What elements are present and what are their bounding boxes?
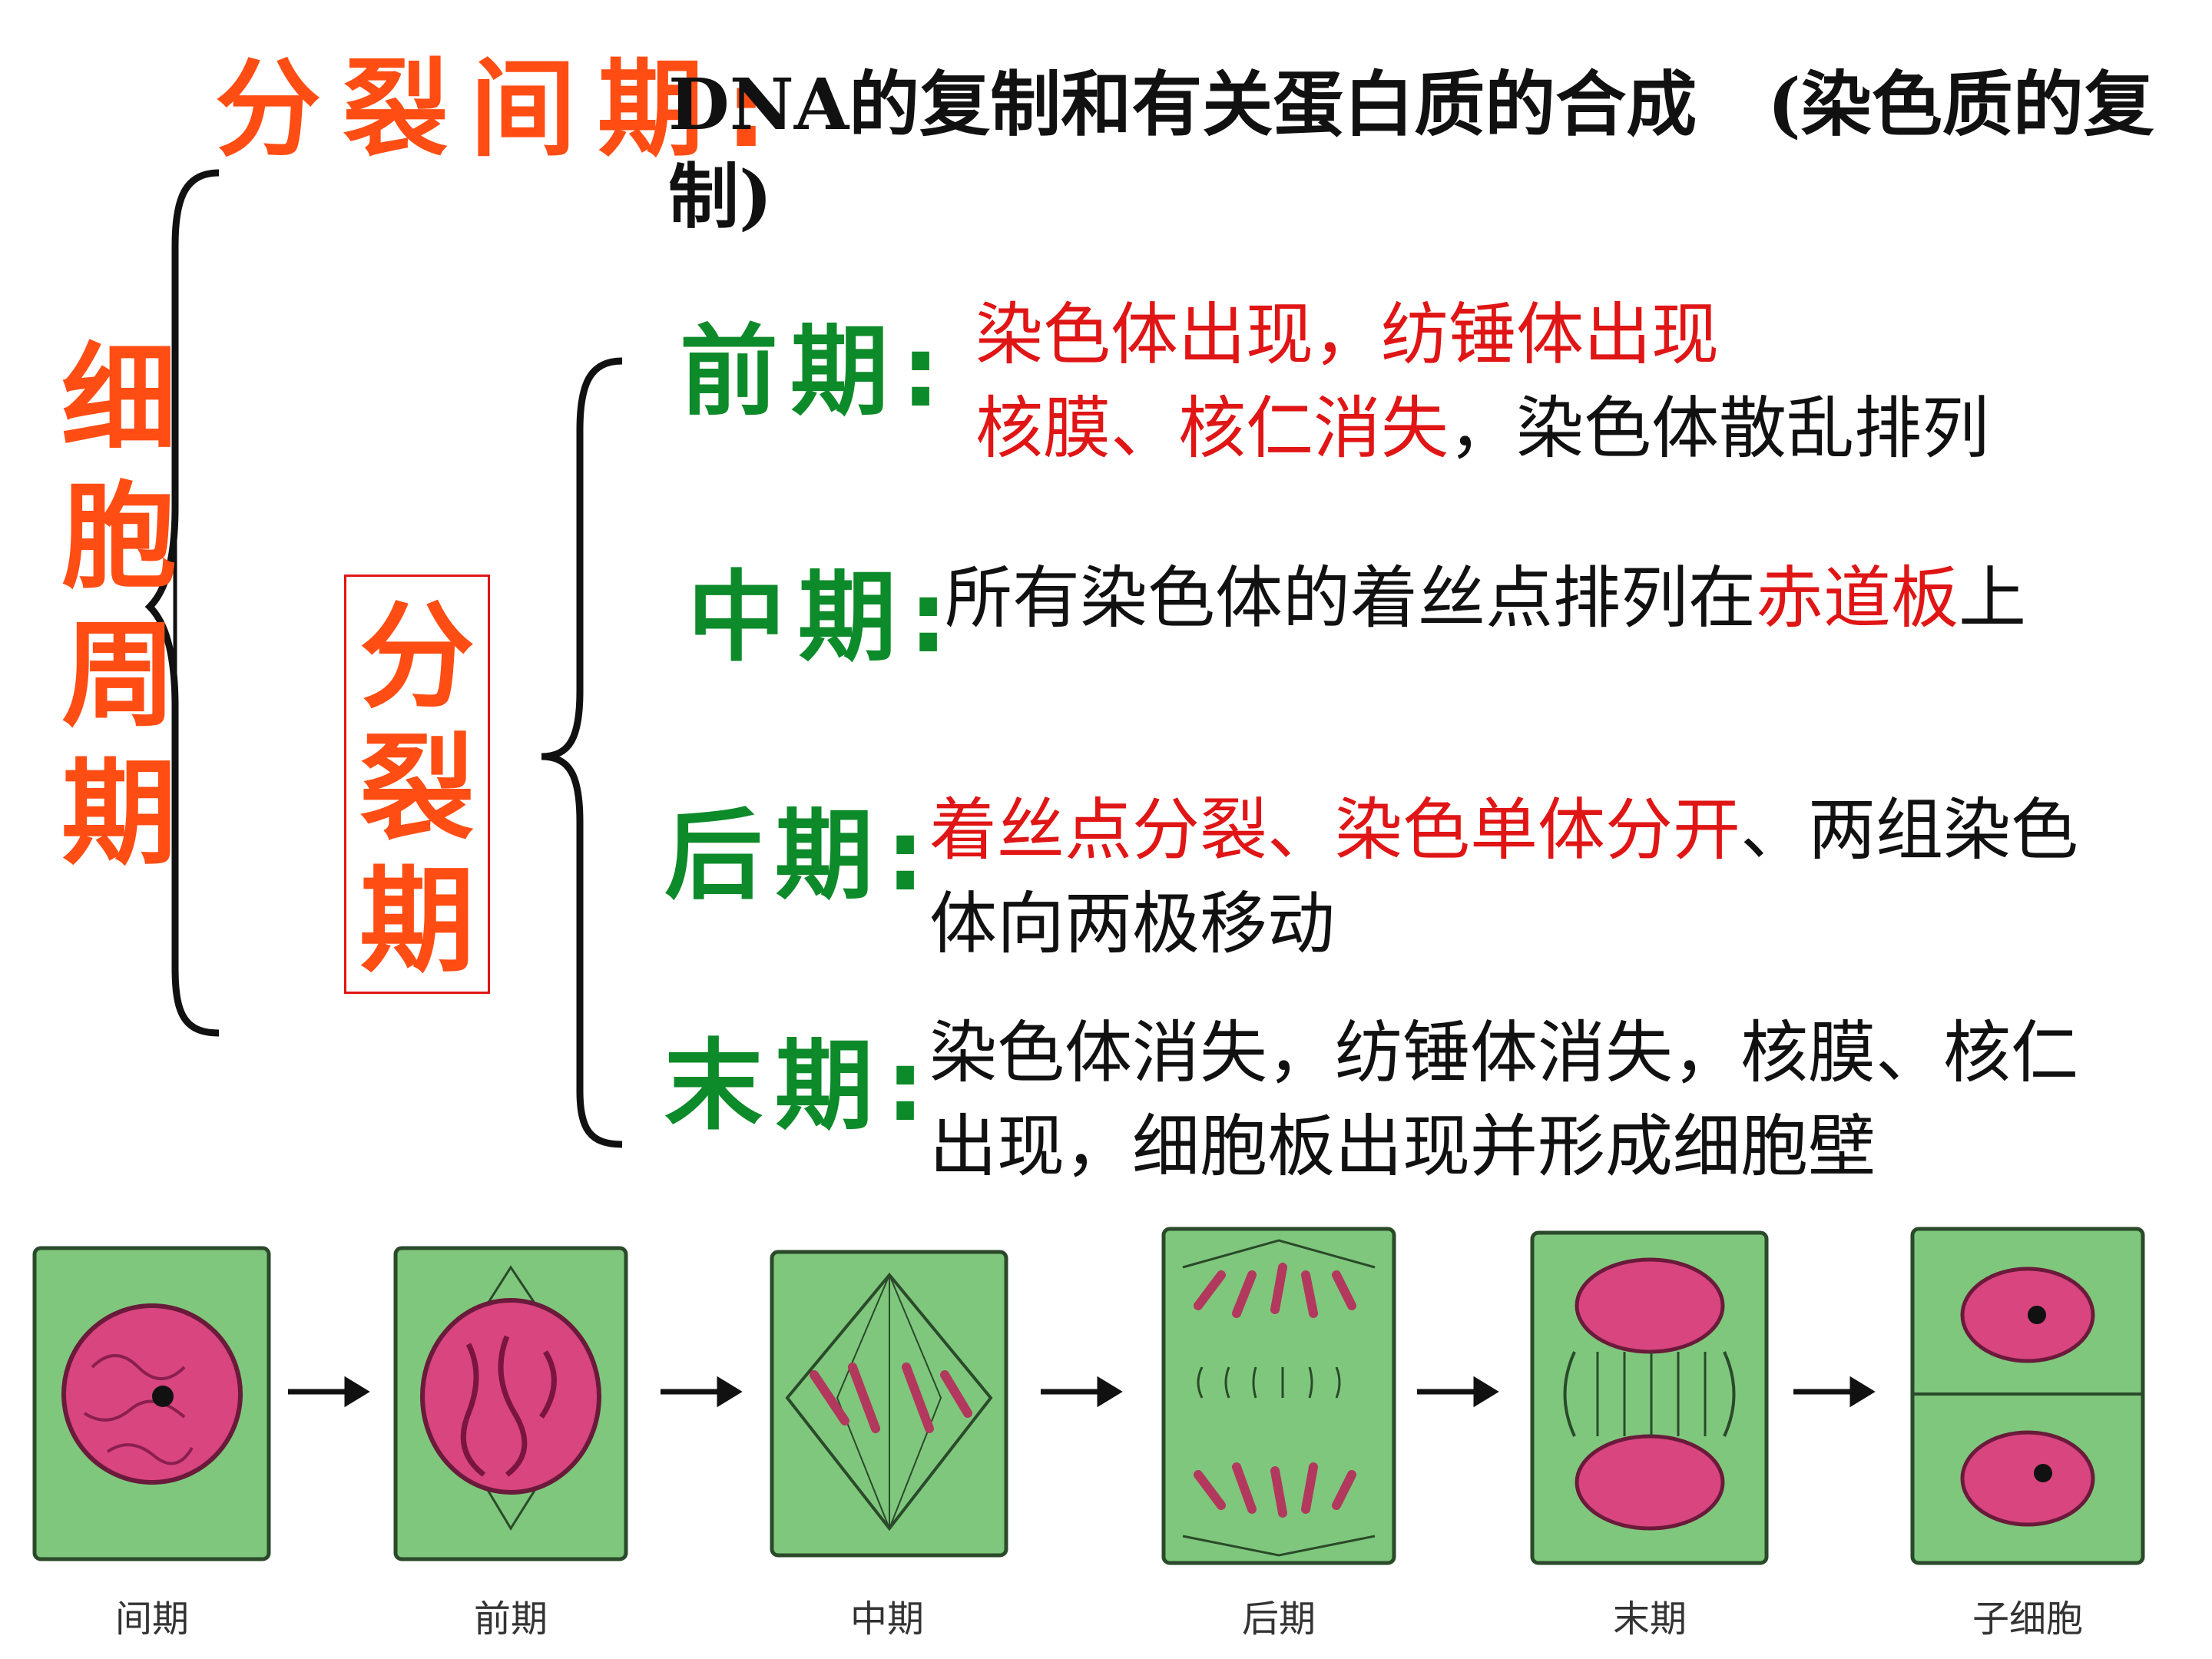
mitosis-label-box [344, 575, 490, 994]
anaphase-description: 着丝点分裂、染色单体分开、两组染色体向两极移动 [929, 783, 2081, 971]
prophase-label: 前期: [680, 315, 953, 429]
anaphase-text-red: 着丝点分裂、染色单体分开 [929, 790, 1741, 869]
telophase-label: 末期: [664, 1029, 938, 1144]
caption-telophase: 末期 [1612, 1598, 1687, 1641]
metaphase-text-a: 所有染色体的着丝点排列在 [945, 558, 1757, 637]
caption-anaphase: 后期 [1241, 1598, 1316, 1641]
metaphase-text-b: 上 [1959, 558, 2027, 637]
anaphase-label: 后期: [664, 799, 938, 913]
metaphase-description: 所有染色体的着丝点排列在赤道板上 [945, 551, 2174, 645]
telophase-description: 染色体消失，纺锤体消失，核膜、核仁出现，细胞板出现并形成细胞壁 [929, 1013, 2079, 1186]
prophase-description: 染色体出现，纺锤体出现 核膜、核仁消失，染色体散乱排列 [975, 288, 2128, 475]
stage-anaphase-cell [1161, 1227, 1396, 1565]
caption-metaphase: 中期 [849, 1598, 924, 1641]
interphase-title: 分裂间期: [215, 48, 790, 171]
interphase-description: DNA的复制和有关蛋白质的合成 (染色质的复制) [668, 63, 2154, 238]
mitosis-brace [541, 357, 623, 1148]
brace-overlay [144, 169, 623, 1148]
caption-daughter-cells: 子细胞 [1972, 1598, 2083, 1641]
mitosis-label: 分裂期 [359, 591, 475, 988]
cell-cycle-brace [144, 169, 220, 1037]
caption-prophase: 前期 [473, 1598, 548, 1641]
prophase-line-2-red: 核膜、核仁消失 [975, 389, 1449, 468]
caption-interphase: 间期 [114, 1598, 189, 1641]
metaphase-label: 中期: [687, 561, 961, 675]
prophase-line-2-black: ，染色体散乱排列 [1449, 389, 1990, 468]
metaphase-equatorial-plate: 赤道板 [1756, 558, 1959, 637]
prophase-line-1: 染色体出现，纺锤体出现 [975, 295, 1720, 374]
cell-cycle-label: 细胞周期 [61, 333, 177, 881]
prophase-line-2: 核膜、核仁消失，染色体散乱排列 [975, 382, 2128, 475]
anaphase-text-black: 、两组染色体向两极移动 [929, 790, 2079, 963]
